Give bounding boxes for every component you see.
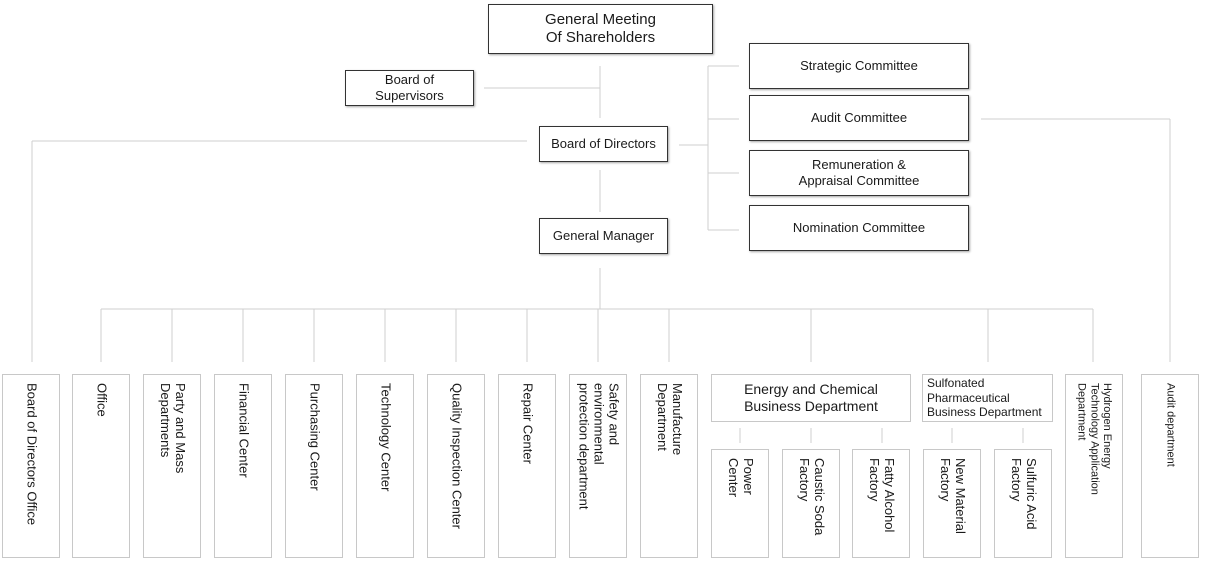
department-label: Technology Center bbox=[378, 383, 394, 492]
factory-label: Sulfuric Acid Factory bbox=[1009, 458, 1039, 530]
department-label: Manufacture Department bbox=[655, 383, 685, 456]
purchasing-center-box: Purchasing Center bbox=[285, 374, 343, 558]
department-label: Hydrogen Energy Technology Application D… bbox=[1075, 383, 1113, 495]
general-manager-box: General Manager bbox=[539, 218, 668, 254]
committee-label: Nomination Committee bbox=[792, 220, 926, 236]
directors-label: Board of Directors bbox=[551, 136, 656, 152]
department-label: Safety and environmental protection depa… bbox=[576, 383, 622, 510]
manufacture-department-box: Manufacture Department bbox=[640, 374, 698, 558]
hydrogen-energy-technology-application-department-box: Hydrogen Energy Technology Application D… bbox=[1065, 374, 1123, 558]
department-label: Financial Center bbox=[236, 383, 252, 478]
safety-environmental-protection-box: Safety and environmental protection depa… bbox=[569, 374, 627, 558]
board-of-directors-office-box: Board of Directors Office bbox=[2, 374, 60, 558]
board-of-directors-box: Board of Directors bbox=[539, 126, 668, 162]
quality-inspection-center-box: Quality Inspection Center bbox=[427, 374, 485, 558]
committee-label: Remuneration & Appraisal Committee bbox=[798, 157, 920, 188]
sulfonated-pharmaceutical-business-department-box: Sulfonated Pharmaceutical Business Depar… bbox=[922, 374, 1053, 422]
energy-chemical-business-department-box: Energy and Chemical Business Department bbox=[711, 374, 911, 422]
department-label: Repair Center bbox=[520, 383, 536, 464]
nomination-committee-box: Nomination Committee bbox=[749, 205, 969, 251]
factory-label: Fatty Alcohol Factory bbox=[867, 458, 897, 533]
technology-center-box: Technology Center bbox=[356, 374, 414, 558]
committee-label: Strategic Committee bbox=[800, 58, 918, 74]
general-manager-label: General Manager bbox=[552, 228, 655, 244]
repair-center-box: Repair Center bbox=[498, 374, 556, 558]
office-box: Office bbox=[72, 374, 130, 558]
board-of-supervisors-box: Board of Supervisors bbox=[345, 70, 474, 106]
department-label: Quality Inspection Center bbox=[449, 383, 465, 529]
power-center-box: Power Center bbox=[711, 449, 769, 558]
department-label: Party and Mass Departments bbox=[158, 383, 188, 474]
supervisors-label: Board of Supervisors bbox=[375, 72, 444, 103]
factory-label: Power Center bbox=[726, 458, 756, 498]
financial-center-box: Financial Center bbox=[214, 374, 272, 558]
factory-label: New Material Factory bbox=[938, 458, 968, 534]
shareholders-label: General Meeting Of Shareholders bbox=[545, 11, 656, 46]
department-label: Purchasing Center bbox=[307, 383, 323, 491]
remuneration-appraisal-committee-box: Remuneration & Appraisal Committee bbox=[749, 150, 969, 196]
committee-label: Audit Committee bbox=[810, 110, 908, 126]
department-label: Board of Directors Office bbox=[24, 383, 40, 526]
strategic-committee-box: Strategic Committee bbox=[749, 43, 969, 89]
audit-department-box: Audit department bbox=[1141, 374, 1199, 558]
department-label: Office bbox=[94, 383, 110, 417]
sulfuric-acid-factory-box: Sulfuric Acid Factory bbox=[994, 449, 1052, 558]
audit-committee-box: Audit Committee bbox=[749, 95, 969, 141]
caustic-soda-factory-box: Caustic Soda Factory bbox=[782, 449, 840, 558]
general-meeting-of-shareholders-box: General Meeting Of Shareholders bbox=[488, 4, 713, 54]
factory-label: Caustic Soda Factory bbox=[797, 458, 827, 536]
department-label: Sulfonated Pharmaceutical Business Depar… bbox=[927, 376, 1042, 420]
fatty-alcohol-factory-box: Fatty Alcohol Factory bbox=[852, 449, 910, 558]
department-label: Energy and Chemical Business Department bbox=[744, 381, 878, 414]
party-and-mass-departments-box: Party and Mass Departments bbox=[143, 374, 201, 558]
department-label: Audit department bbox=[1164, 383, 1177, 467]
new-material-factory-box: New Material Factory bbox=[923, 449, 981, 558]
